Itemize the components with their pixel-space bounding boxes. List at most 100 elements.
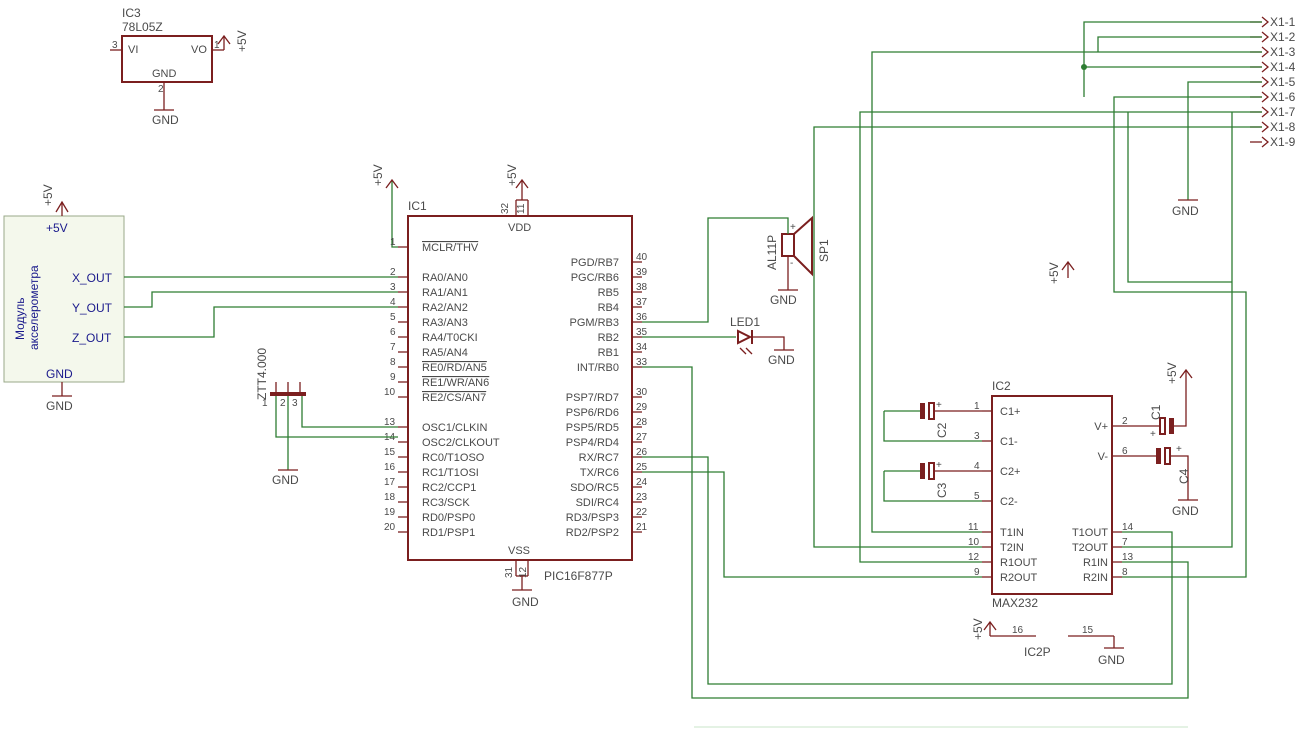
accelerometer-module: +5V Модуль акселерометра X_OUT Y_OUT Z_O… xyxy=(3,184,125,413)
ic2-pin-label: V- xyxy=(1098,451,1109,463)
ic1-gnd-label: GND xyxy=(512,595,539,609)
ic1-pin-label: PGD/RB7 xyxy=(571,257,619,269)
ic1-pin-number: 27 xyxy=(636,432,648,443)
ic2-pin-label: V+ xyxy=(1094,421,1108,433)
crystal-pin-3: 3 xyxy=(292,398,298,409)
ic2p-pin-gnd: 15 xyxy=(1082,625,1094,636)
ic1-pin-label: MCLR/THV xyxy=(422,242,479,254)
ic2-pin-label: R2OUT xyxy=(1000,572,1038,584)
led1-name: LED1 xyxy=(730,315,760,329)
ic1-vss-pin-b: 12 xyxy=(518,566,529,578)
accel-gnd-net: GND xyxy=(46,399,73,413)
floating-vcc: +5V xyxy=(1047,260,1075,284)
ic1-pin-label: RE0/RD/AN5 xyxy=(422,362,487,374)
ic2p-pin-vcc: 16 xyxy=(1012,625,1024,636)
ic2p-vcc-label: +5V xyxy=(971,618,985,640)
ic1-pin-number: 24 xyxy=(636,477,648,488)
ic1-vss: VSS xyxy=(508,545,530,557)
ic2-pin-number: 13 xyxy=(1122,552,1134,563)
ic1-pin-number: 26 xyxy=(636,447,648,458)
ic1-pin-number: 40 xyxy=(636,252,648,263)
ic1-pin-label: PSP6/RD6 xyxy=(566,407,619,419)
ic2-pin-number: 5 xyxy=(974,491,980,502)
ic2-pin-label: C1+ xyxy=(1000,406,1021,418)
ic1-pin-label: PSP4/RD4 xyxy=(566,437,619,449)
speaker-plus-sign: + xyxy=(790,222,796,233)
ic1-pin-label: RB2 xyxy=(598,332,619,344)
ic2-pin-number: 8 xyxy=(1122,567,1128,578)
ic1-pin-number: 4 xyxy=(390,297,396,308)
wires-main xyxy=(642,21,1262,728)
led1: LED1 GND xyxy=(642,315,795,367)
connector-pin-label: X1-1 xyxy=(1270,15,1296,29)
ic1-pin-number: 1 xyxy=(390,237,396,248)
accel-vcc-label: +5V xyxy=(41,184,55,206)
accel-y-out: Y_OUT xyxy=(72,301,113,315)
ic1-pin-label: PSP7/RD7 xyxy=(566,392,619,404)
connector-x1: X1-1X1-2X1-3X1-4X1-5X1-6X1-7X1-8X1-9 xyxy=(1250,15,1296,149)
c1-name: C1 xyxy=(1149,404,1163,420)
ic1-pin-number: 36 xyxy=(636,312,648,323)
crystal-resonator: ZTT4.000 1 2 3 GND xyxy=(255,348,398,487)
ic1-pin-number: 22 xyxy=(636,507,648,518)
ic2-pin-label: C2- xyxy=(1000,496,1018,508)
ic1-vdd: VDD xyxy=(508,222,531,234)
ic1-pin-label: RX/RC7 xyxy=(579,452,619,464)
ic1-pin-label: RA3/AN3 xyxy=(422,317,468,329)
connector-pin-arrow xyxy=(1261,91,1270,103)
accel-title-line1: Модуль xyxy=(13,297,27,340)
ic2-pin-label: T1OUT xyxy=(1072,527,1108,539)
ic1-pin-number: 9 xyxy=(390,372,396,383)
ic1-pin-number: 10 xyxy=(384,387,396,398)
ic1-pin-label: RA5/AN4 xyxy=(422,347,468,359)
ic1-pin-label: SDI/RC4 xyxy=(576,497,619,509)
ic1-pin-number: 23 xyxy=(636,492,648,503)
ic2-pin-label: C2+ xyxy=(1000,466,1021,478)
ic1-pin-label: OSC2/CLKOUT xyxy=(422,437,500,449)
ic1-pin-number: 28 xyxy=(636,417,648,428)
ic1-vss-pin-a: 31 xyxy=(504,566,515,578)
connector-pin-label: X1-2 xyxy=(1270,30,1296,44)
ic1-pin-label: RA1/AN1 xyxy=(422,287,468,299)
ic1-pin-label: RD2/PSP2 xyxy=(566,527,619,539)
ic1-pin-number: 38 xyxy=(636,282,648,293)
ic1-pin-number: 34 xyxy=(636,342,648,353)
c2-plus-sign: + xyxy=(936,400,942,411)
connector-pin-arrow xyxy=(1261,106,1270,118)
ic2-part: MAX232 xyxy=(992,596,1038,610)
accel-plus5-label: +5V xyxy=(46,221,68,235)
ic1-pin-label: RA0/AN0 xyxy=(422,272,468,284)
ic1-pin-number: 37 xyxy=(636,297,648,308)
ic3-part: 78L05Z xyxy=(122,20,163,34)
ic3-pin-vo: VO xyxy=(191,44,207,56)
ic3-pin-num-gnd: 2 xyxy=(158,84,164,95)
connector-pin-label: X1-8 xyxy=(1270,120,1296,134)
accel-x-out: X_OUT xyxy=(72,271,113,285)
ic1-pin-label: TX/RC6 xyxy=(580,467,619,479)
connector-pin-label: X1-4 xyxy=(1270,60,1296,74)
ic1-pin-number: 20 xyxy=(384,522,396,533)
connector-pin-arrow xyxy=(1261,76,1270,88)
connector-pin-label: X1-6 xyxy=(1270,90,1296,104)
ic1-pin-label: RB4 xyxy=(598,302,619,314)
ic2-pin-number: 14 xyxy=(1122,522,1134,533)
floating-vcc-label: +5V xyxy=(1047,262,1061,284)
ic1-pin-number: 29 xyxy=(636,402,648,413)
crystal-pin-1: 1 xyxy=(262,398,268,409)
accel-title-line2: акселерометра xyxy=(27,265,41,350)
ic1-pin-number: 2 xyxy=(390,267,396,278)
ic1-pin-number: 17 xyxy=(384,477,396,488)
c3-plus-sign: + xyxy=(936,460,942,471)
ic2-pin-label: R1IN xyxy=(1083,557,1108,569)
capacitor-c4: + C4 GND xyxy=(1122,444,1199,518)
ic1-pin-number: 39 xyxy=(636,267,648,278)
speaker-part: AL11P xyxy=(765,235,779,270)
ic2-pin-number: 2 xyxy=(1122,416,1128,427)
ic1-pin-number: 13 xyxy=(384,417,396,428)
crystal-name: ZTT4.000 xyxy=(255,348,269,400)
ic1-mclr-vcc-label: +5V xyxy=(371,164,385,186)
c4-name: C4 xyxy=(1177,468,1191,484)
ic2-pin-number: 10 xyxy=(968,537,980,548)
